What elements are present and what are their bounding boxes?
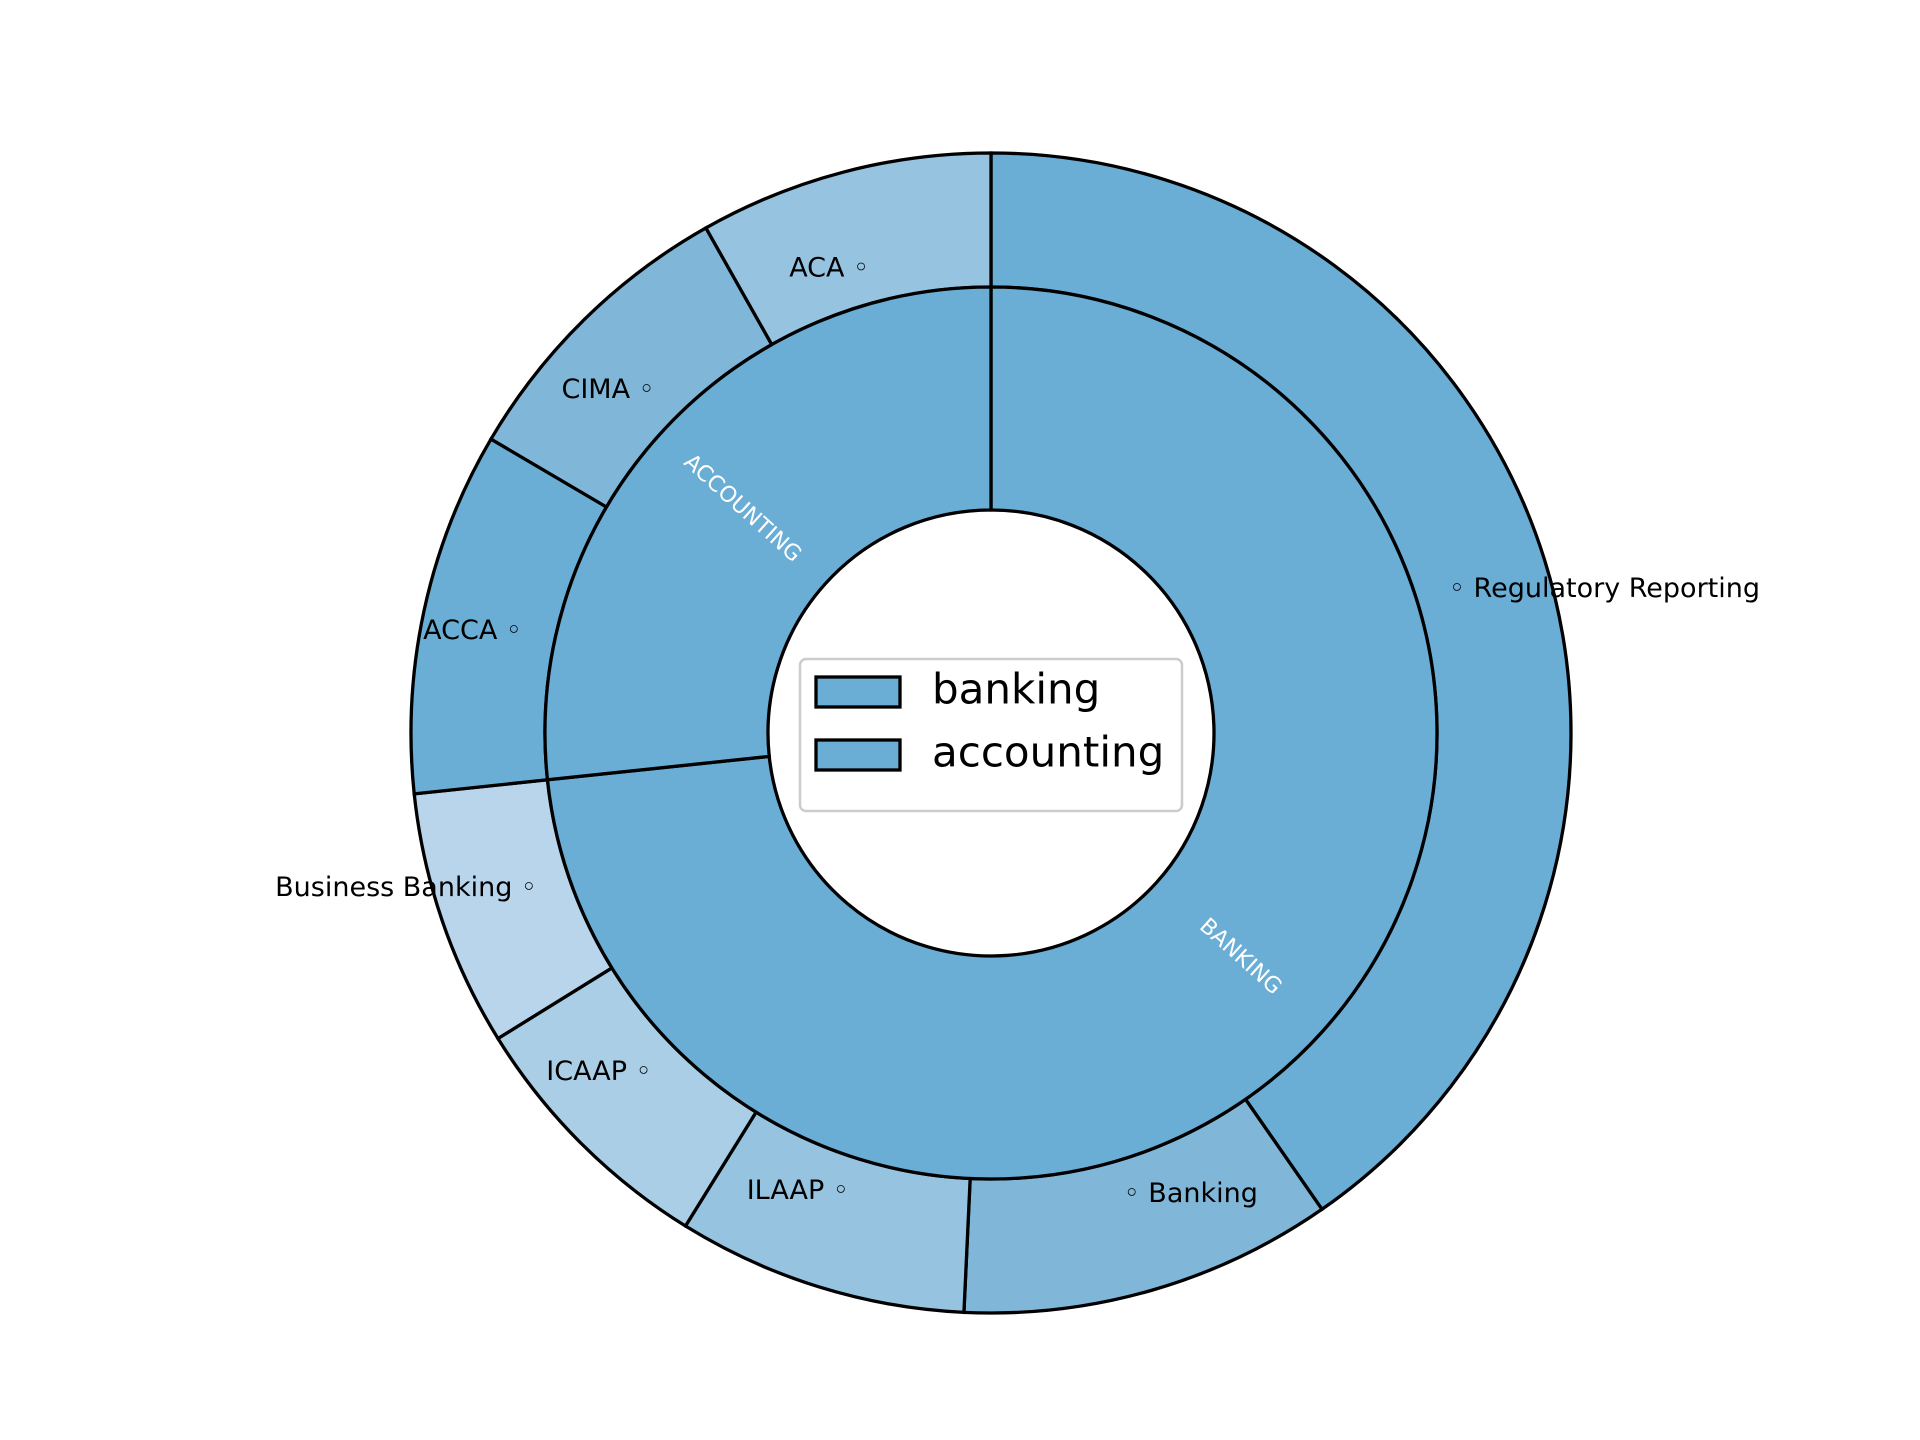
legend-swatch-banking <box>814 675 902 709</box>
outer-label-ilaap: ILAAP ◦ <box>747 1175 849 1206</box>
legend-swatch-accounting <box>814 738 902 772</box>
inner-wedge-accounting <box>543 285 993 782</box>
outer-ring <box>409 151 1573 1315</box>
legend-label-banking: banking <box>932 665 1100 714</box>
inner-wedge-banking <box>545 285 1439 1181</box>
outer-label-regulatory-reporting: ◦ Regulatory Reporting <box>1449 573 1760 604</box>
legend-label-accounting: accounting <box>932 728 1164 777</box>
outer-label-acca: ACCA ◦ <box>423 615 522 646</box>
outer-label-icaap: ICAAP ◦ <box>546 1056 651 1087</box>
inner-ring <box>543 285 1439 1181</box>
legend: banking accounting <box>798 657 1184 813</box>
outer-labels: ◦ Regulatory Reporting ◦ Banking ILAAP ◦ IC… <box>275 252 1760 1209</box>
outer-label-aca: ACA ◦ <box>789 252 869 283</box>
outer-label-business-banking: Business Banking ◦ <box>275 872 537 903</box>
outer-label-cima: CIMA ◦ <box>561 374 654 405</box>
outer-label-banking: ◦ Banking <box>1124 1178 1258 1209</box>
